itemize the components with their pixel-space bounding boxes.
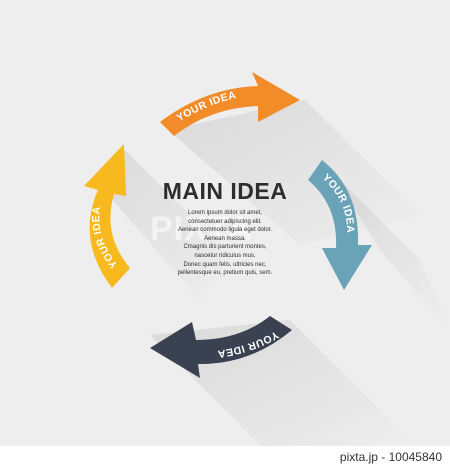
yellow-arrow-shadow: [95, 150, 230, 300]
blue-arrow-shadow: [330, 170, 450, 330]
body-line: Cmagnis dis parturient montes,: [183, 244, 267, 251]
main-idea-body: Lorem ipsum dolor sit amet, consectetuer…: [135, 209, 315, 278]
body-line: nascetur ridiculus mus.: [194, 252, 256, 259]
body-line: Lorem ipsum dolor sit amet,: [187, 210, 263, 216]
body-line: Aenean massa.: [204, 235, 246, 242]
body-line: Aenean commodo ligula eget dolor.: [177, 227, 273, 234]
main-idea-title: MAIN IDEA: [162, 178, 288, 204]
body-line: consectetuer adipiscing elit.: [188, 218, 262, 225]
body-line: pellentesque eu, pretium quis, sem.: [177, 270, 273, 277]
dark-arrow-body: [150, 316, 292, 378]
yellow-arrow: YOUR IDEA: [84, 144, 130, 288]
footer-bar: pixta.jp - 10045840: [0, 446, 450, 469]
body-line: Donec quam felis, ultricies nec,: [183, 261, 267, 268]
blue-arrow-body: [308, 160, 372, 290]
yellow-arrow-body: [84, 144, 130, 288]
footer-id-text: pixta.jp - 10045840: [339, 450, 442, 464]
main-idea-block: MAIN IDEA Lorem ipsum dolor sit amet, co…: [135, 178, 315, 278]
orange-arrow-body: [160, 72, 300, 136]
